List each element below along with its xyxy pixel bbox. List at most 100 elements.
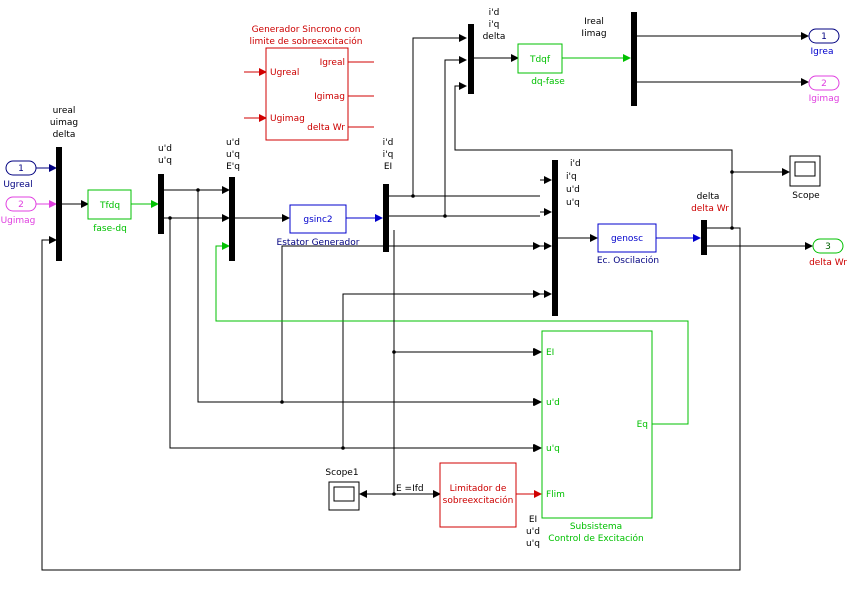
wire-uq-to-mux7 (342, 290, 541, 448)
limitador-line1: Limitador de (450, 484, 507, 494)
outport-3[interactable]: 3 delta Wr (809, 238, 847, 268)
genosc-block[interactable]: genosc Ec. Oscilación (597, 223, 659, 266)
sub-in-ei: EI (546, 348, 554, 358)
mux-5-label: i'q (489, 20, 500, 30)
tfdq-block[interactable]: Tfdq fase-dq (87, 189, 132, 234)
sub-in-ud: u'd (546, 398, 560, 408)
junction-dot (443, 214, 447, 218)
junction-dot (341, 446, 345, 450)
mux-4[interactable]: i'd i'q EI (383, 138, 394, 252)
outport-2-label: Igimag (809, 94, 840, 104)
gen-sinc-out1: Igreal (320, 58, 345, 68)
inport-2[interactable]: 2 Ugimag (1, 196, 37, 226)
mux-5[interactable]: i'd i'q delta (468, 8, 505, 94)
gen-sinc-title: limite de sobreexcitación (250, 36, 363, 47)
tdqf-block[interactable]: Tdqf dq-fase (517, 43, 565, 87)
limitador-line2: sobreexcitación (443, 495, 514, 506)
gen-sinc-in1: Ugreal (270, 68, 299, 78)
scope1-block[interactable]: Scope1 (325, 468, 360, 511)
mux-2[interactable]: u'd u'q (158, 144, 172, 234)
generador-sincrono-block[interactable]: Generador Sincrono con limite de sobreex… (250, 25, 363, 141)
wire-id-to-mux5 (412, 34, 467, 196)
outport-2[interactable]: 2 Igimag (808, 75, 840, 104)
wire-uq-to-sub (169, 218, 541, 452)
tdqf-text: Tdqf (529, 55, 551, 65)
sub-bottom-label: u'd (526, 527, 540, 537)
scope1-screen-icon (333, 486, 355, 502)
gen-sinc-title: Generador Sincrono con (252, 25, 361, 35)
mux-3[interactable]: u'd u'q E'q (226, 138, 240, 261)
mux-2-label: u'd (158, 144, 172, 154)
junction-dot (196, 188, 200, 192)
genosc-caption: Ec. Oscilación (597, 255, 659, 266)
inport-1-label: Ugreal (3, 180, 32, 190)
mux-7[interactable]: i'd i'q u'd u'q (552, 159, 581, 316)
mux-1-label: uimag (50, 118, 78, 128)
mux-5-label: i'd (489, 8, 500, 18)
tfdq-text: Tfdq (99, 201, 120, 211)
outport-1[interactable]: 1 Igrea (808, 28, 840, 57)
sub-bottom-label: u'q (526, 539, 540, 549)
sub-out-eq: Eq (637, 420, 648, 430)
inport-2-number: 2 (18, 200, 24, 210)
subsistema-block[interactable]: EI u'd u'q Flim Eq Subsistema Control de… (526, 330, 653, 549)
gsinc2-block[interactable]: gsinc2 Estator Generador (277, 204, 360, 248)
wires (36, 32, 813, 571)
wire-ud-to-mux7 (281, 242, 541, 402)
mux-6[interactable]: Ireal Iimag (581, 12, 637, 106)
tdqf-caption: dq-fase (531, 77, 565, 87)
sub-in-uq: u'q (546, 444, 560, 454)
wire-delta-to-mux5 (454, 82, 733, 228)
sub-in-flim: Flim (546, 490, 565, 500)
tfdq-caption: fase-dq (93, 224, 127, 234)
outport-3-label: delta Wr (809, 258, 847, 268)
mux-6-label: Iimag (581, 29, 606, 39)
inport-1-number: 1 (18, 164, 24, 174)
junctions (168, 170, 734, 496)
mux-7-label: u'q (566, 198, 580, 208)
mux-7-label: i'q (566, 172, 577, 182)
inport-1[interactable]: 1 Ugreal (3, 160, 37, 190)
mux-1-label: ureal (53, 106, 76, 116)
wire-ud-to-sub (197, 190, 541, 406)
outport-1-label: Igrea (811, 47, 834, 57)
wire-eifd (393, 352, 441, 498)
mux-1[interactable]: ureal uimag delta (50, 106, 78, 261)
mux-3-label: E'q (226, 162, 240, 172)
wire-eq-feedback (215, 242, 689, 425)
junction-dot (392, 492, 396, 496)
mux-1-label: delta (53, 130, 76, 140)
eifd-signal-label: E =Ifd (396, 484, 424, 494)
scope-screen-icon (794, 161, 816, 177)
inport-2-label: Ugimag (1, 216, 36, 226)
mux-7-label: u'd (566, 185, 580, 195)
limitador-block[interactable]: Limitador de sobreexcitación (439, 462, 517, 528)
gsinc2-text: gsinc2 (303, 215, 332, 225)
mux-8[interactable]: delta delta Wr (691, 192, 729, 255)
junction-dot (280, 400, 284, 404)
mux-4-label: i'q (383, 150, 394, 160)
junction-dot (730, 170, 734, 174)
junction-dot (411, 194, 415, 198)
mux-7-label: i'd (570, 159, 581, 169)
scope1-caption: Scope1 (325, 468, 358, 478)
mux-2-label: u'q (158, 156, 172, 166)
mux-5-label: delta (483, 32, 506, 42)
gen-sinc-out2: Igimag (314, 92, 345, 102)
wire-iq-to-mux5 (444, 56, 467, 216)
gen-sinc-out3: delta Wr (307, 123, 345, 133)
genosc-text: genosc (611, 234, 643, 244)
outport-3-number: 3 (825, 242, 831, 252)
mux-8-label: delta Wr (691, 204, 729, 214)
mux-4-label: EI (384, 162, 392, 172)
mux-4-label: i'd (383, 138, 394, 148)
mux-3-label: u'd (226, 138, 240, 148)
junction-dot (730, 226, 734, 230)
junction-dot (392, 350, 396, 354)
scope-block[interactable]: Scope (789, 155, 821, 201)
mux-6-label: Ireal (584, 17, 604, 27)
outport-2-number: 2 (821, 79, 827, 89)
gsinc2-caption: Estator Generador (277, 238, 360, 248)
gen-sinc-in2: Ugimag (270, 114, 305, 124)
